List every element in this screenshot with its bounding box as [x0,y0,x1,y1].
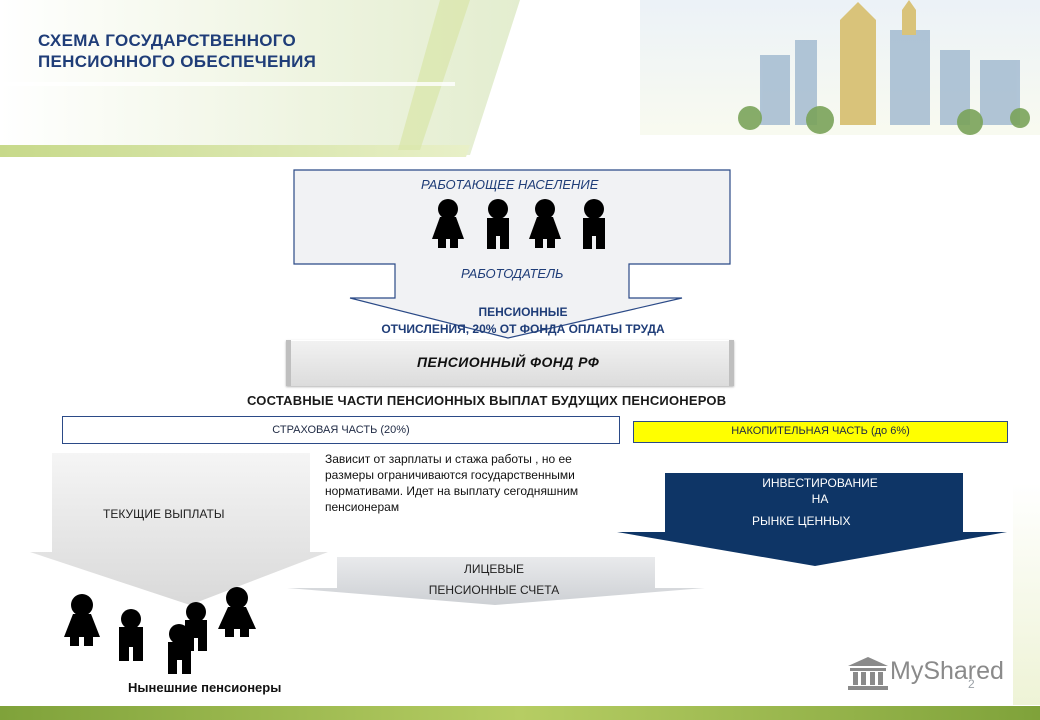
current-payments-arrow [30,453,328,605]
bottom-band [0,706,1040,720]
employer-label: РАБОТОДАТЕЛЬ [461,266,564,281]
personal-accounts-label: ЛИЦЕВЫЕ ПЕНСИОННЫЕ СЧЕТА [335,559,653,601]
investing-line2: НА [811,492,829,506]
investing-line1: ИНВЕСТИРОВАНИЕ [762,476,878,490]
pension-contributions-line2: ОТЧИСЛЕНИЯ, 20% ОТ ФОНДА ОПЛАТЫ ТРУДА [381,322,665,336]
page-number: 2 [968,677,975,691]
personal-accounts-line1: ЛИЦЕВЫЕ [463,562,524,576]
insurance-part-description: Зависит от зарплаты и стажа работы , но … [325,452,579,514]
insurance-part-label: СТРАХОВАЯ ЧАСТЬ (20%) [272,424,410,436]
pension-contributions-label: ПЕНСИОННЫЕ ОТЧИСЛЕНИЯ, 20% ОТ ФОНДА ОПЛА… [323,304,723,338]
city-illustration [640,0,1040,135]
myshared-logo: MyShared [848,655,1008,695]
personal-accounts-arrow [287,557,705,605]
current-pensioners-label: Нынешние пенсионеры [128,680,282,695]
personal-accounts-line2: ПЕНСИОННЫЕ СЧЕТА [428,583,560,597]
right-accent-band [1013,483,1040,705]
contribution-flow-arrow [293,169,731,339]
pension-fund-label: ПЕНСИОННЫЙ ФОНД РФ [417,354,600,370]
pensioner-figures-icon [64,587,256,674]
pension-fund-box: ПЕНСИОННЫЙ ФОНД РФ [286,340,734,386]
logo-text: MyShared [890,657,1004,685]
funded-part-box: НАКОПИТЕЛЬНАЯ ЧАСТЬ (до 6%) [633,421,1008,443]
building-icon [848,657,888,690]
investing-label: ИНВЕСТИРОВАНИЕ НА [725,475,915,507]
components-title: СОСТАВНЫЕ ЧАСТИ ПЕНСИОННЫХ ВЫПЛАТ БУДУЩИ… [247,393,727,408]
pension-contributions-line1: ПЕНСИОННЫЕ [478,305,568,319]
funded-part-label: НАКОПИТЕЛЬНАЯ ЧАСТЬ (до 6%) [731,425,910,437]
investing-arrow [617,473,1007,566]
worker-figures-icon [432,199,605,249]
current-payments-label: ТЕКУЩИЕ ВЫПЛАТЫ [103,507,225,521]
investing-line3: РЫНКЕ ЦЕННЫХ [752,514,851,528]
page-title: СХЕМА ГОСУДАРСТВЕННОГО ПЕНСИОННОГО ОБЕСП… [38,31,317,71]
working-population-label: РАБОТАЮЩЕЕ НАСЕЛЕНИЕ [421,177,599,192]
insurance-part-box: СТРАХОВАЯ ЧАСТЬ (20%) [62,416,620,444]
